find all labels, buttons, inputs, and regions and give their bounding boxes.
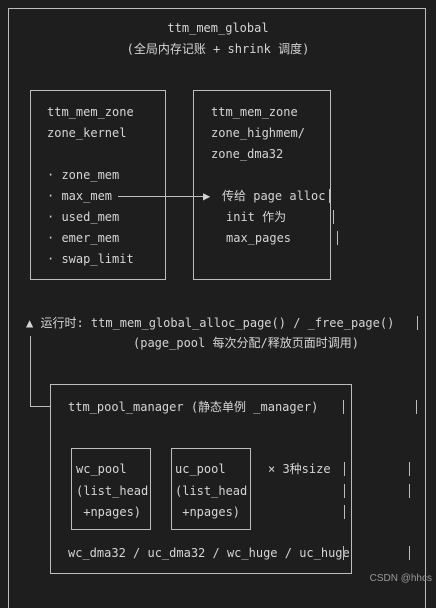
- ascii-bar: [409, 484, 410, 498]
- uc-pool-npages: +npages): [175, 505, 241, 519]
- pool-size-multiplier: × 3种size: [268, 462, 331, 476]
- ascii-bar: [329, 189, 330, 203]
- ascii-bar: [337, 231, 338, 245]
- zone-kernel-name: zone_kernel: [47, 126, 127, 140]
- wc-pool-name: wc_pool: [76, 462, 127, 476]
- zone-highmem-type: ttm_mem_zone: [211, 105, 298, 119]
- wc-pool-list-head: (list_head: [76, 484, 149, 498]
- uc-pool-box: [171, 448, 251, 530]
- ascii-bar: [416, 400, 417, 414]
- ascii-bar: [344, 505, 345, 519]
- zone-field-max-mem: · max_mem: [47, 189, 113, 203]
- ascii-bar: [343, 546, 344, 560]
- ascii-bar: [417, 316, 418, 330]
- arrow-label-max-pages: max_pages: [226, 231, 292, 245]
- zone-kernel-type: ttm_mem_zone: [47, 105, 134, 119]
- zone-kernel-box: [30, 90, 166, 280]
- ascii-bar: [344, 462, 345, 476]
- zone-dma32-name: zone_dma32: [211, 147, 284, 161]
- ascii-bar: [333, 210, 334, 224]
- pool-manager-footer: wc_dma32 / uc_dma32 / wc_huge / uc_huge: [68, 546, 350, 560]
- zone-field-emer-mem: · emer_mem: [47, 231, 120, 245]
- uc-pool-name: uc_pool: [175, 462, 226, 476]
- ascii-bar: [343, 400, 344, 414]
- watermark: CSDN @hhcs: [369, 573, 432, 584]
- uc-pool-list-head: (list_head: [175, 484, 248, 498]
- ascii-bar: [409, 462, 410, 476]
- pool-manager-box: [50, 384, 352, 574]
- pool-manager-title: ttm_pool_manager (静态单例 _manager): [68, 400, 319, 414]
- zone-field-swap-limit: · swap_limit: [47, 252, 134, 266]
- arrow-label-pass: 传给 page alloc: [222, 189, 326, 203]
- runtime-call-line: ▲ 运行时: ttm_mem_global_alloc_page() / _fr…: [26, 316, 395, 330]
- wc-pool-npages: +npages): [76, 505, 142, 519]
- zone-highmem-box: [193, 90, 331, 280]
- wc-pool-box: [71, 448, 151, 530]
- max-mem-arrow-line: [118, 196, 204, 197]
- zone-field-used-mem: · used_mem: [47, 210, 120, 224]
- connector-horizontal: [30, 406, 50, 407]
- global-frame: [8, 8, 426, 608]
- zone-field-zone-mem: · zone_mem: [47, 168, 120, 182]
- connector-vertical: [30, 336, 31, 406]
- arrow-label-init: init 作为: [226, 210, 287, 224]
- global-title: ttm_mem_global: [167, 21, 269, 35]
- global-subtitle: (全局内存记账 + shrink 调度): [126, 42, 310, 56]
- arrow-head-icon: ▶: [203, 189, 211, 203]
- ascii-bar: [409, 546, 410, 560]
- runtime-call-note: (page_pool 每次分配/释放页面时调用): [133, 336, 359, 350]
- ascii-bar: [344, 484, 345, 498]
- zone-highmem-name: zone_highmem/: [211, 126, 305, 140]
